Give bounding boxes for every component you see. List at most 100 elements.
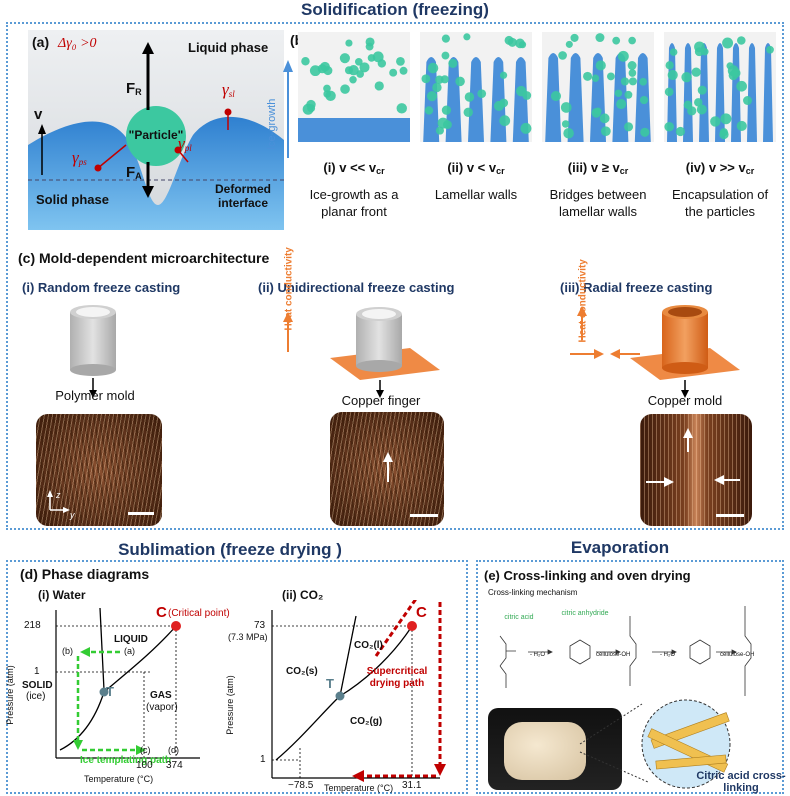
radial-micrograph (640, 414, 752, 526)
co2-critical-label: C (416, 604, 427, 621)
case-caption-4: Encapsulation of the particles (671, 187, 769, 219)
co2-diagram (271, 600, 446, 782)
water-ytick-1: 1 (34, 666, 40, 677)
co2-ytick-73: 73 (254, 620, 266, 631)
random-overlays (47, 490, 154, 515)
citric-crosslink-label: Citric acid cross-linking (696, 770, 786, 794)
radial-texture (640, 414, 752, 526)
crosslink-mechanism-label: Cross-linking mechanism (488, 588, 578, 597)
case-label-sub-3: cr (619, 166, 629, 176)
case-label-1: (i) v << vcr (298, 160, 410, 176)
water-solid-label: SOLID (22, 680, 53, 691)
evaporation-heading: Evaporation (570, 538, 670, 557)
ice-templating-label: Ice templating path (80, 755, 172, 766)
water-triple-label: T (106, 684, 114, 699)
axis-y-label: y (70, 510, 75, 520)
co2-xtick-minus78: −78.5 (288, 780, 314, 791)
sublimation-heading: Sublimation (freeze drying ) (118, 540, 342, 559)
water-diagram (55, 607, 200, 759)
fr-sub: R (135, 87, 142, 97)
panel-b-svg (298, 32, 776, 142)
water-xtick-100: 100 (136, 760, 153, 771)
freeze-front-schematic-1 (298, 32, 410, 142)
radial-overlays (646, 428, 744, 517)
cellulose-oh-label-2: cellulose-OH (720, 652, 755, 658)
case-label-sub-1: cr (376, 166, 385, 176)
co2-solid-label: CO₂(s) (286, 666, 318, 677)
case-label-text-3: (iii) v ≥ v (567, 160, 620, 175)
case-label-text-2: (ii) v < v (447, 160, 497, 175)
fa-sub: A (135, 171, 142, 181)
random-freeze-title: (i) Random freeze casting (22, 280, 181, 295)
random-texture (36, 414, 162, 526)
water-gas-label: GAS (150, 690, 172, 701)
water-critical-label: C (156, 604, 167, 621)
case-label-3: (iii) v ≥ vcr (542, 160, 654, 176)
co2-xtick-31: 31.1 (402, 780, 422, 791)
sublimation-box (6, 560, 468, 794)
fa-arrowhead (142, 186, 154, 198)
panel-c-molds (70, 305, 740, 398)
water-ytick-218: 218 (24, 620, 41, 631)
gpl-dot (174, 146, 182, 154)
axis-z-label: z (56, 490, 61, 500)
polymer-mold-icon (70, 305, 116, 398)
co2-ylabel: Pressure (atm) (224, 675, 235, 735)
unidirectional-freeze-title: (ii) Unidirectional freeze casting (258, 280, 455, 295)
citric-acid-label: citric acid (504, 614, 534, 621)
gpl-sub: pl (184, 143, 192, 153)
panel-a-tag: (a) (32, 34, 50, 50)
panel-d-title: (d) Phase diagrams (20, 566, 150, 582)
water-xtick-374: 374 (166, 760, 183, 771)
fa-letter: F (126, 164, 136, 181)
water-solid-sub: (ice) (26, 691, 46, 702)
case-label-4: (iv) v >> vcr (664, 160, 776, 176)
h2o-label-1: - H₂O (530, 652, 545, 658)
gamma-pl-label: γpl (178, 134, 192, 154)
water-ylabel: Pressure (atm) (4, 665, 15, 725)
case-label-text-4: (iv) v >> v (685, 160, 746, 175)
case-label-2: (ii) v < vcr (420, 160, 532, 176)
gps-sub: ps (78, 157, 87, 167)
foam-sample (504, 722, 586, 780)
gsl-letter: γ (222, 80, 229, 99)
gsl-sub: sl (228, 89, 235, 99)
panel-a: (a) Δγ₀ >0 Liquid phase Solid phase Defo… (28, 30, 284, 230)
panel-b-schematics (298, 32, 778, 156)
ice-growth-arrow (283, 60, 293, 158)
v-label: v (34, 106, 43, 123)
case-label-sub-2: cr (496, 166, 505, 176)
unidirectional-micrograph (330, 412, 444, 526)
panel-a-diagram (28, 30, 284, 230)
deformed-interface-label: Deformed interface (214, 182, 271, 210)
freeze-front-schematic-3 (542, 32, 654, 142)
water-point-d: (d) (168, 745, 179, 755)
water-xlabel: Temperature (°C) (84, 774, 154, 784)
freeze-front-schematic-4 (664, 32, 776, 142)
v-arrowhead (38, 124, 46, 134)
solid-phase-label: Solid phase (36, 192, 109, 207)
heat-conductivity-label-2: Heat conductivity (577, 259, 589, 343)
co2-xlabel: Temperature (°C) (324, 783, 394, 793)
fa-label: FA (126, 164, 142, 181)
water-point-a: (a) (124, 646, 135, 656)
copper-finger-icon (283, 307, 440, 398)
freeze-front-schematic-2 (420, 32, 532, 142)
gps-letter: γ (72, 148, 79, 167)
case-caption-1: Ice-growth as a planar front (309, 187, 399, 219)
copper-mold-label: Copper mold (647, 393, 723, 408)
phase-diagrams (55, 600, 446, 782)
particle-circle (126, 106, 186, 166)
co2-triple-label: T (326, 676, 334, 691)
sample-photo (488, 708, 622, 790)
gamma-ps-label: γps (72, 148, 87, 168)
co2-liquid-label: CO₂(l) (354, 640, 383, 651)
co2-ytick-mpa: (7.3 MPa) (228, 632, 268, 642)
citric-anhydride-label: citric anhydride (561, 610, 609, 617)
case-label-sub-4: cr (745, 166, 755, 176)
copper-finger-label: Copper finger (341, 393, 421, 408)
gps-dot (94, 164, 102, 172)
particle-label: "Particle" (128, 128, 184, 142)
ice-growth-indicator (280, 58, 296, 158)
reaction-scheme (499, 606, 752, 696)
